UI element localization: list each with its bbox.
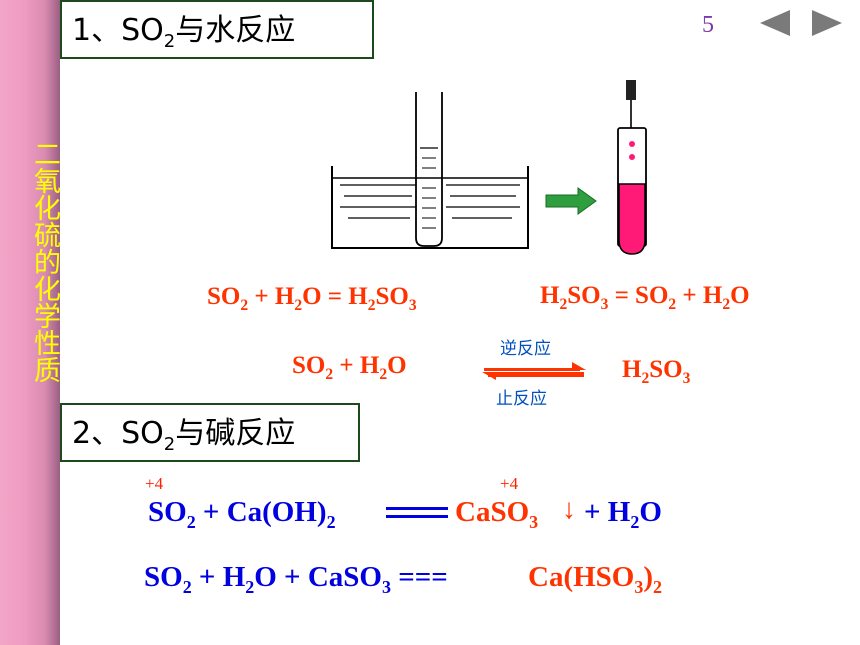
reverse-reaction-label: 止反应 (496, 389, 547, 409)
page-number: 5 (702, 12, 714, 38)
equation-calcium-bisulfite: Ca(HSO3)2 (528, 561, 662, 597)
equation-so2-water-forward: SO2 + H2O = H2SO3 (207, 283, 417, 314)
equation-caso3-dissolve: SO2 + H2O + CaSO3 === (144, 561, 448, 597)
equals-sign-icon (386, 507, 448, 518)
next-slide-button[interactable] (812, 10, 842, 36)
reversible-arrow-icon (482, 362, 586, 380)
section-1-header: 1、SO2与水反应 (60, 0, 374, 59)
test-tube-with-dropper (617, 80, 647, 255)
equation-reversible-product: H2SO3 (622, 356, 691, 387)
equation-h2so3-decompose: H2SO3 = SO2 + H2O (540, 282, 750, 313)
equation-reversible-reactants: SO2 + H2O (292, 352, 407, 383)
equation-caso3-product: CaSO3 (455, 496, 539, 532)
sidebar: 二氧化硫的化学性质 (0, 0, 60, 645)
inverted-test-tube (415, 92, 443, 247)
equation-so2-lime-water: SO2 + Ca(OH)2 (148, 496, 336, 532)
water-trough (331, 166, 529, 249)
sidebar-title: 二氧化硫的化学性质 (29, 140, 60, 383)
precipitate-arrow-icon: ↓ (562, 494, 576, 525)
oxidation-state-so2: +4 (145, 474, 164, 493)
previous-slide-button[interactable] (760, 10, 790, 36)
section-2-title: 2、SO2与碱反应 (72, 416, 296, 455)
oxidation-state-caso3: +4 (500, 474, 519, 493)
section-2-header: 2、SO2与碱反应 (60, 403, 360, 462)
experiment-illustration (331, 80, 647, 255)
forward-reaction-label: 逆反应 (500, 339, 551, 359)
equation-water-product: + H2O (584, 496, 662, 532)
green-arrow-icon (545, 187, 597, 215)
section-1-title: 1、SO2与水反应 (72, 13, 296, 52)
